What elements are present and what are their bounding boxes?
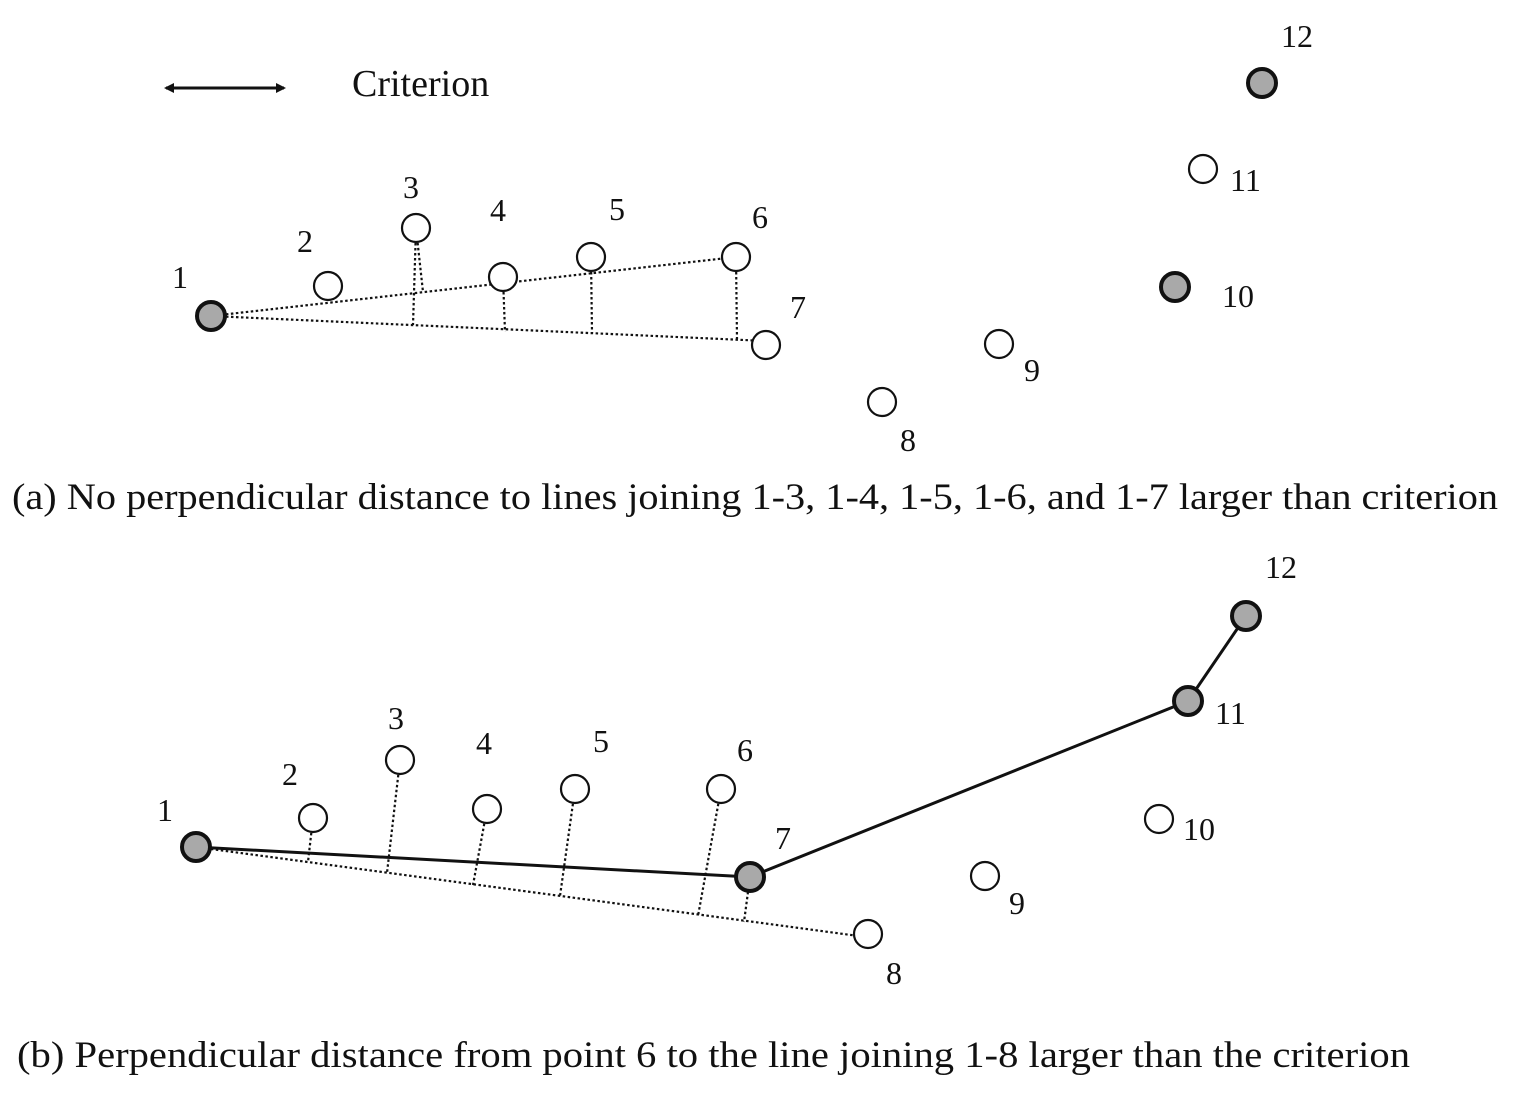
point-3: [384, 744, 416, 776]
point-12: [1246, 67, 1278, 99]
legend-label: Criterion: [352, 63, 489, 105]
perp-5: [558, 788, 577, 897]
point-10: [1159, 271, 1191, 303]
point-7: [734, 861, 766, 893]
point-label-11: 11: [1230, 162, 1261, 198]
point-4: [471, 793, 503, 825]
perp-3a: [411, 227, 418, 326]
point-label-6: 6: [737, 732, 753, 768]
point-8: [852, 918, 884, 950]
point-2: [297, 802, 329, 834]
point-label-10: 10: [1183, 811, 1215, 847]
point-8: [866, 386, 898, 418]
point-label-2: 2: [282, 756, 298, 792]
point-1: [195, 300, 227, 332]
simplified-line: [195, 615, 1248, 879]
line-1-6: [210, 255, 737, 318]
point-2: [312, 270, 344, 302]
point-label-10: 10: [1222, 278, 1254, 314]
point-label-1: 1: [157, 792, 173, 828]
perp-3: [385, 759, 402, 874]
point-label-12: 12: [1281, 18, 1313, 54]
perp-6: [696, 788, 723, 917]
panel-b-caption: (b) Perpendicular distance from point 6 …: [17, 1035, 1410, 1076]
point-5: [559, 773, 591, 805]
panel-b-labels: 1 2 3 4 5 6 7 8 9 10 11 12: [157, 549, 1297, 991]
perp-6: [734, 256, 739, 340]
point-9: [983, 328, 1015, 360]
point-12: [1230, 600, 1262, 632]
point-3: [400, 212, 432, 244]
point-6: [705, 773, 737, 805]
point-label-7: 7: [775, 820, 791, 856]
point-label-3: 3: [403, 169, 419, 205]
panel-a-caption: (a) No perpendicular distance to lines j…: [12, 477, 1498, 518]
point-label-9: 9: [1024, 352, 1040, 388]
point-label-1: 1: [172, 259, 188, 295]
point-label-6: 6: [752, 199, 768, 235]
legend: Criterion: [164, 63, 489, 105]
point-label-9: 9: [1009, 885, 1025, 921]
point-4: [487, 261, 519, 293]
point-11: [1187, 153, 1219, 185]
point-label-3: 3: [388, 700, 404, 736]
point-label-8: 8: [886, 955, 902, 991]
panel-b-points: [180, 600, 1262, 950]
point-label-8: 8: [900, 422, 916, 458]
line-1-8: [195, 845, 867, 939]
point-11: [1172, 685, 1204, 717]
point-label-5: 5: [593, 723, 609, 759]
point-7: [750, 329, 782, 361]
point-label-5: 5: [609, 191, 625, 227]
point-5: [575, 241, 607, 273]
point-9: [969, 860, 1001, 892]
point-label-2: 2: [297, 223, 313, 259]
point-label-12: 12: [1265, 549, 1297, 585]
perp-4: [501, 276, 507, 333]
point-label-4: 4: [476, 725, 492, 761]
panel-a-points: [195, 67, 1278, 418]
panel-b: 1 2 3 4 5 6 7 8 9 10 11 12 (b) Perpendic…: [17, 549, 1410, 1076]
line-1-7: [210, 314, 767, 343]
point-10: [1143, 803, 1175, 835]
point-6: [720, 241, 752, 273]
point-label-4: 4: [490, 192, 506, 228]
point-label-11: 11: [1215, 695, 1246, 731]
point-1: [180, 831, 212, 863]
panel-a-labels: 1 2 3 4 5 6 7 8 9 10 11 12: [172, 18, 1313, 458]
panel-a: 1 2 3 4 5 6 7 8 9 10 11 12 (a) No perpen…: [12, 18, 1498, 518]
panel-a-lines: [210, 227, 767, 343]
point-label-7: 7: [790, 289, 806, 325]
